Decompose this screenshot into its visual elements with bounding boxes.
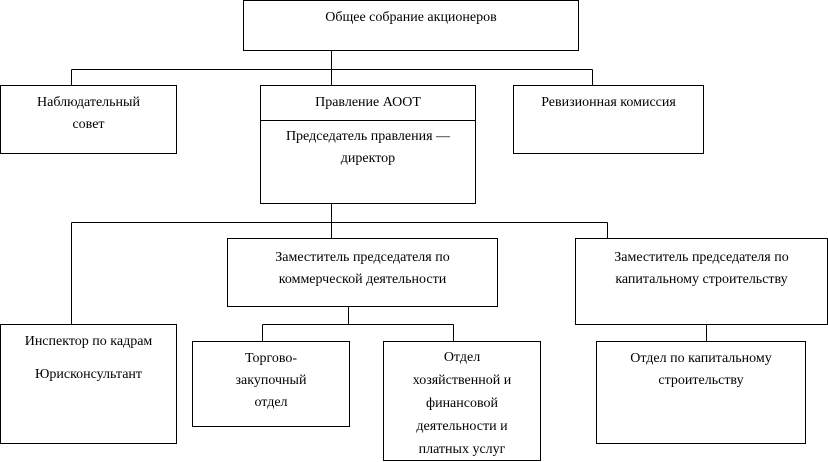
node-trade-procurement: Торгово-закупочный отдел: [192, 341, 350, 427]
node-hr-legal: Инспектор по кадрам Юрисконсультант: [0, 324, 177, 444]
node-label: Председатель правления — директор: [285, 129, 451, 166]
node-label: Ревизионная комиссия: [541, 95, 676, 110]
node-label: Заместитель председателя по капитальному…: [614, 250, 789, 287]
node-board-chair: Председатель правления — директор: [261, 120, 475, 170]
node-label: Общее собрание акционеров: [325, 10, 497, 25]
node-finance-dept: Отдел хозяйственной и финансовой деятель…: [383, 341, 541, 461]
node-legal-counsel: Юрисконсультант: [34, 367, 143, 382]
node-board: Правление АООТ Председатель правления — …: [260, 85, 476, 204]
node-label: Отдел хозяйственной и финансовой деятель…: [412, 350, 512, 457]
node-label: Заместитель председателя по коммерческой…: [275, 250, 450, 287]
connector-shareholders: [71, 50, 593, 85]
node-label: Торгово-закупочный отдел: [235, 351, 307, 410]
node-deputy-commercial: Заместитель председателя по коммерческой…: [227, 238, 498, 307]
node-shareholders: Общее собрание акционеров: [243, 0, 579, 51]
node-supervisory-board: Наблюдательный совет: [0, 85, 177, 154]
node-deputy-construction: Заместитель председателя по капитальному…: [575, 238, 828, 325]
connector-board: [71, 203, 608, 324]
node-label: Отдел по капитальному строительству: [630, 351, 772, 388]
node-label: Правление АООТ: [315, 95, 421, 110]
node-label: Наблюдательный совет: [37, 95, 140, 132]
connector-deputy-commercial: [262, 306, 454, 341]
node-hr-inspector: Инспектор по кадрам: [24, 334, 153, 349]
node-construction-dept: Отдел по капитальному строительству: [596, 341, 806, 444]
node-audit-commission: Ревизионная комиссия: [513, 85, 704, 154]
